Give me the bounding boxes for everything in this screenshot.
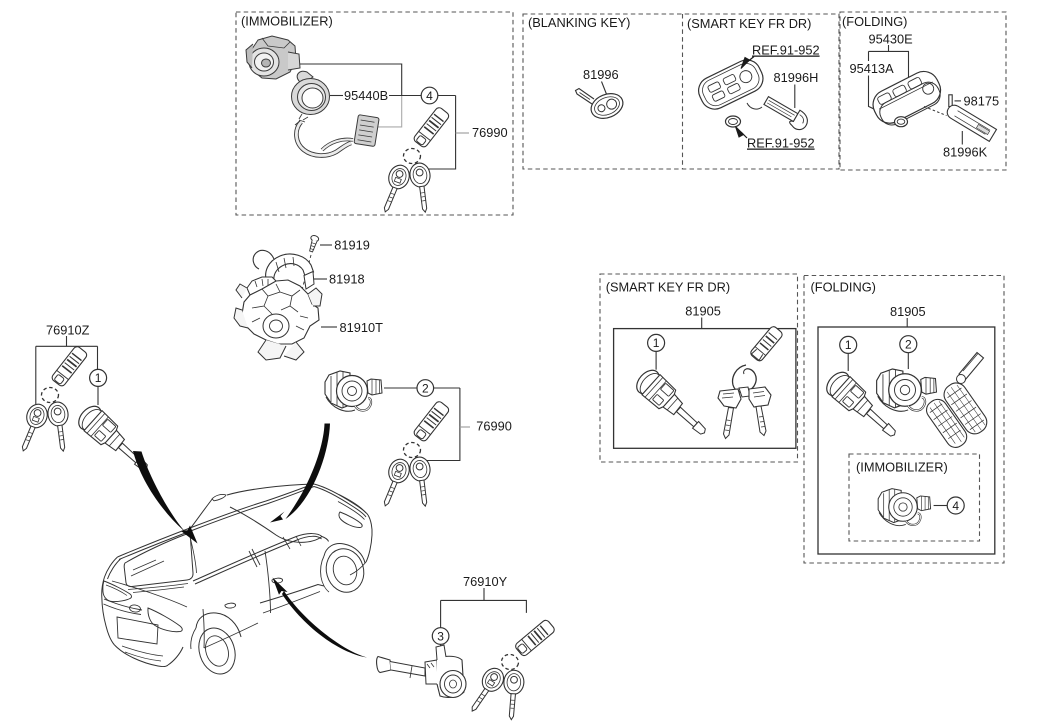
svg-text:4: 4 <box>952 499 959 513</box>
svg-text:3: 3 <box>437 629 444 643</box>
svg-text:76910Y: 76910Y <box>463 574 508 589</box>
svg-text:(SMART KEY FR DR): (SMART KEY FR DR) <box>687 16 811 31</box>
svg-text:81910T: 81910T <box>340 320 384 335</box>
svg-text:98175: 98175 <box>964 93 1000 108</box>
svg-text:81905: 81905 <box>890 304 926 319</box>
svg-text:76990: 76990 <box>472 125 508 140</box>
svg-text:81996K: 81996K <box>943 145 988 160</box>
svg-text:(IMMOBILIZER): (IMMOBILIZER) <box>241 13 333 28</box>
svg-text:(FOLDING): (FOLDING) <box>842 14 907 29</box>
svg-text:(SMART KEY FR DR): (SMART KEY FR DR) <box>606 280 730 295</box>
svg-text:(IMMOBILIZER): (IMMOBILIZER) <box>856 460 948 475</box>
svg-text:95430E: 95430E <box>869 32 913 47</box>
svg-text:REF.91-952: REF.91-952 <box>747 136 815 151</box>
svg-text:81919: 81919 <box>334 238 370 253</box>
svg-text:81996: 81996 <box>583 67 619 82</box>
svg-text:81918: 81918 <box>329 272 365 287</box>
svg-text:2: 2 <box>422 381 429 395</box>
svg-text:(BLANKING KEY): (BLANKING KEY) <box>528 15 630 30</box>
svg-text:REF.91-952: REF.91-952 <box>752 43 820 58</box>
svg-text:1: 1 <box>95 371 102 385</box>
svg-text:81905: 81905 <box>685 303 721 318</box>
svg-text:95440B: 95440B <box>344 88 388 103</box>
svg-text:2: 2 <box>905 338 912 352</box>
svg-text:76990: 76990 <box>476 419 512 434</box>
svg-text:81996H: 81996H <box>774 70 819 85</box>
svg-text:1: 1 <box>653 336 660 350</box>
svg-text:1: 1 <box>845 338 852 352</box>
svg-text:76910Z: 76910Z <box>46 323 90 338</box>
svg-text:(FOLDING): (FOLDING) <box>811 280 876 295</box>
svg-text:4: 4 <box>426 89 433 103</box>
svg-text:95413A: 95413A <box>850 61 895 76</box>
